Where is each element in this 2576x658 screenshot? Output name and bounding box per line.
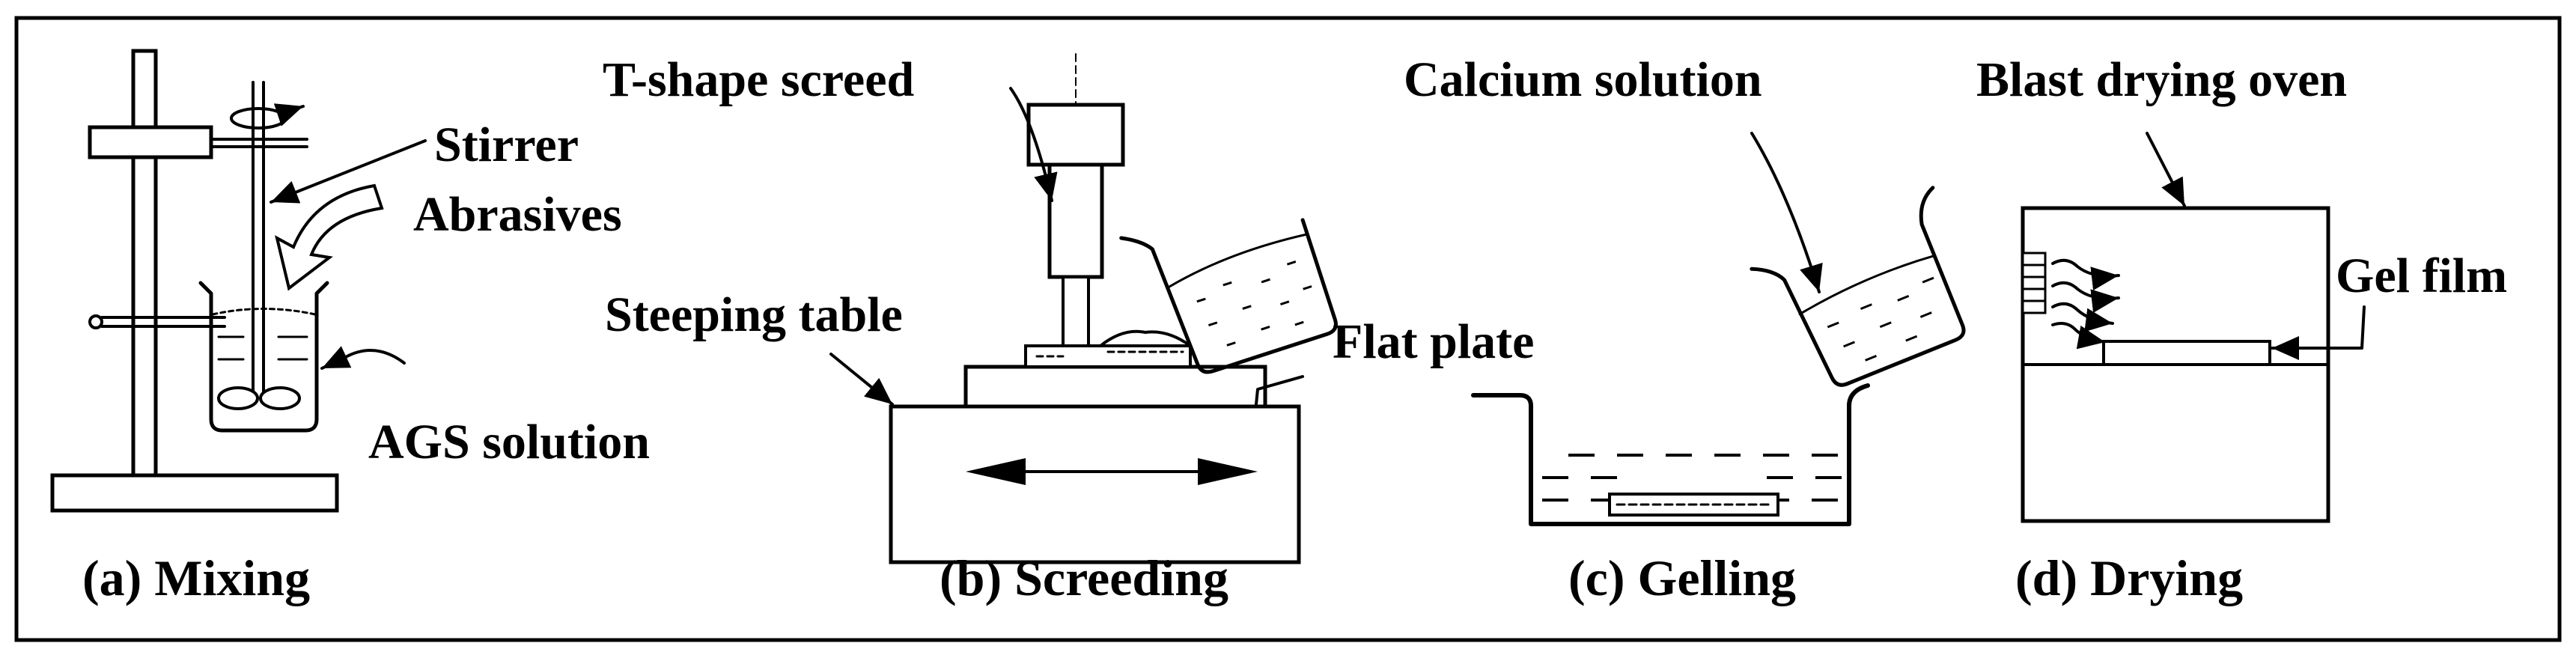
beaker-liquid-surface — [1167, 233, 1309, 289]
stand-pole — [131, 49, 158, 478]
plate-label: Flat plate — [1333, 314, 1534, 369]
screed-label: T-shape screed — [603, 52, 914, 107]
flat-plate — [963, 365, 1267, 409]
particles — [1196, 261, 1312, 347]
screeding-panel: T-shape screed Steeping table Flat plate… — [603, 52, 1534, 606]
drying-panel: Blast drying oven Gel film (d) Drying — [1976, 52, 2507, 606]
calcium-label: Calcium solution — [1404, 52, 1762, 107]
film-leader — [2271, 305, 2366, 360]
beaker-outline — [1119, 218, 1338, 374]
solution-surface — [211, 308, 317, 316]
oven-leader — [2146, 132, 2186, 207]
airflow-arrow-icon — [2051, 281, 2120, 313]
calcium-beaker — [1750, 186, 1966, 387]
outer-frame — [14, 16, 2562, 642]
screed-body — [1047, 162, 1104, 279]
stirrer-blade — [217, 386, 259, 410]
screeding-caption: (b) Screeding — [940, 549, 1228, 606]
calcium-surface — [1798, 255, 1936, 316]
screed-leader — [1009, 87, 1058, 202]
abrasives-arrow-icon — [275, 183, 384, 291]
mixing-panel: Stirrer Abrasives AGS solution (a) Mixin… — [50, 49, 650, 606]
motion-arrow-left-icon — [966, 458, 1026, 485]
ags-solution-label: AGS solution — [368, 415, 650, 469]
calcium-beaker-outline — [1750, 186, 1966, 387]
drying-caption: (d) Drying — [2015, 549, 2243, 606]
solution-leader — [320, 346, 406, 370]
steeping-table — [889, 404, 1301, 564]
stirrer-leader — [270, 139, 427, 204]
slurry-heap — [1099, 329, 1192, 347]
beaker — [198, 281, 329, 433]
table-leader — [829, 353, 894, 406]
clamp-knob — [88, 314, 103, 329]
abrasives-label: Abrasives — [413, 187, 622, 242]
calcium-particles — [1827, 276, 1934, 362]
airflow-arrow-icon — [2051, 322, 2107, 350]
gel-film-label: Gel film — [2336, 249, 2507, 303]
table-label: Steeping table — [605, 287, 903, 342]
airflow-arrow-icon — [2051, 302, 2114, 332]
plate-leader — [1255, 375, 1304, 406]
stirrer-label: Stirrer — [434, 118, 579, 172]
stand-clamp — [88, 125, 213, 159]
stand-base — [50, 473, 339, 513]
gelling-tray — [1471, 383, 1870, 526]
oven-label: Blast drying oven — [1976, 52, 2347, 107]
motion-arrow-right-icon — [1198, 458, 1258, 485]
pouring-beaker — [1119, 218, 1338, 374]
gelling-panel: Calcium solution (c) Gelling — [1404, 52, 1966, 606]
gelling-caption: (c) Gelling — [1568, 549, 1796, 606]
gel-film — [2102, 340, 2271, 366]
airflow-arrow-icon — [2051, 258, 2120, 290]
rotation-icon — [230, 107, 287, 130]
stirrer-blade — [259, 386, 301, 410]
mixing-caption: (a) Mixing — [82, 549, 310, 606]
screed-head — [1026, 103, 1125, 167]
rotation-arrow — [273, 103, 305, 127]
fan-vent — [2021, 252, 2047, 314]
calcium-leader — [1750, 132, 1823, 293]
screed-blade — [1062, 275, 1090, 347]
